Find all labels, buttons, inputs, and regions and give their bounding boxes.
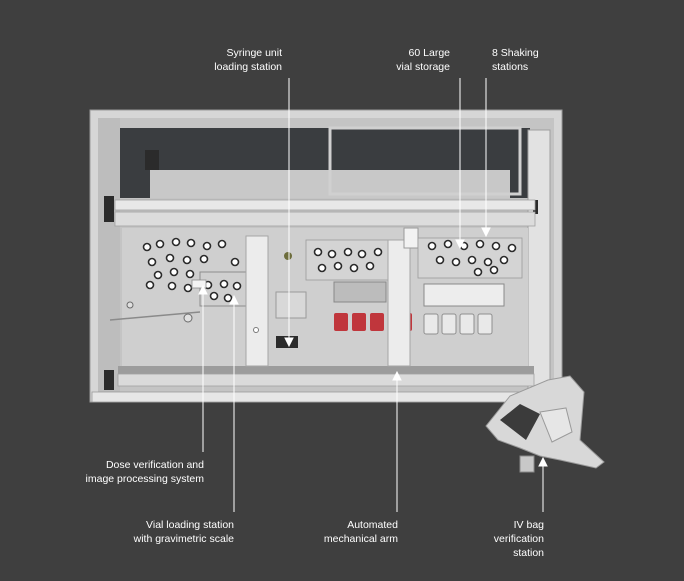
label-iv-bag-station: IV bag verification station — [493, 519, 544, 559]
vial-field-left — [142, 237, 242, 303]
syringe-station — [275, 291, 307, 319]
callout-lines — [198, 78, 548, 512]
iv-bag-station — [485, 375, 605, 473]
cable — [109, 311, 201, 321]
knob — [284, 252, 292, 260]
sensor — [183, 313, 193, 323]
clear-vials — [423, 313, 493, 335]
vial-storage-grid — [305, 239, 391, 281]
vertical-gantry-center — [387, 239, 411, 367]
label-vial-loading-station: Vial loading station with gravimetric sc… — [133, 519, 234, 545]
label-large-vial-storage: 60 Large vial storage — [396, 47, 450, 73]
shaker-platform — [423, 283, 505, 307]
bolt — [126, 301, 134, 309]
transfer-tray-left — [333, 281, 387, 303]
shaking-vials — [427, 239, 517, 277]
vial-storage-vials — [313, 247, 383, 273]
label-shaking-stations: 8 Shaking stations — [492, 47, 539, 73]
vertical-gantry-left — [245, 235, 269, 367]
arm-head — [403, 227, 419, 249]
label-syringe-unit: Syringe unit loading station — [214, 47, 282, 73]
label-automated-arm: Automated mechanical arm — [323, 519, 398, 545]
label-dose-verification: Dose verification and image processing s… — [85, 459, 204, 485]
camera-unit — [191, 279, 207, 289]
bolt — [253, 327, 259, 333]
